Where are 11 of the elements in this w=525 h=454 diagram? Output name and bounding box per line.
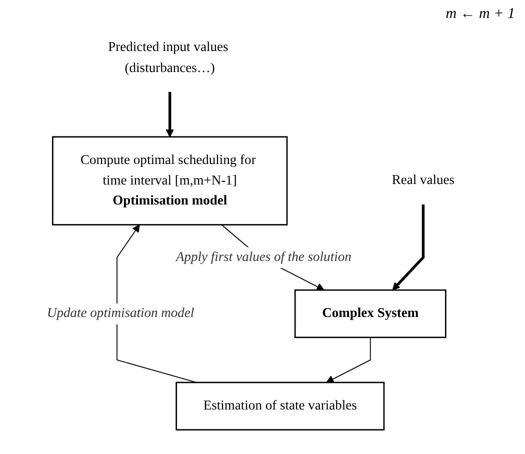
node-text: Predicted input values (disturbances…): [108, 40, 228, 76]
node-box: Complex System: [294, 289, 446, 338]
update-formula: m ← m + 1: [446, 6, 515, 23]
node-text: Real values: [392, 173, 455, 188]
arrow: [166, 92, 174, 138]
edge-label: Apply first values of the solution: [176, 250, 352, 264]
node-box: Estimation of state variables: [176, 382, 385, 430]
arrow: [326, 336, 371, 383]
node-box: Compute optimal scheduling for time interval [m,m+N-1] Optimisation model: [52, 136, 288, 226]
edge-label: Update optimisation model: [46, 306, 194, 321]
arrow: [392, 204, 425, 290]
